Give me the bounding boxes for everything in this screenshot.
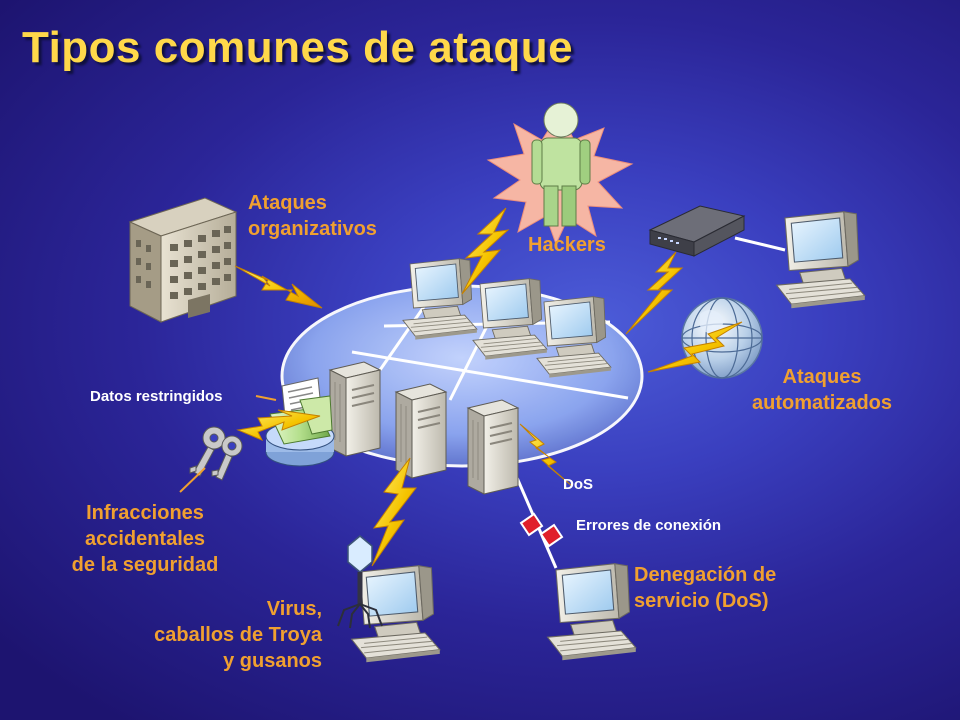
- label-line: servicio (DoS): [634, 590, 769, 612]
- label-line: Ataques: [782, 366, 862, 388]
- server-icon: [395, 383, 447, 479]
- label-ataques-organizativos: Ataques organizativos: [248, 190, 377, 242]
- hacker-person-icon: [486, 102, 634, 246]
- label-infracciones: Infracciones accidentales de la segurida…: [60, 500, 230, 578]
- label-line: Virus,: [266, 598, 322, 620]
- label-line: caballos de Troya: [154, 624, 322, 646]
- label-line: y gusanos: [223, 650, 322, 672]
- computer-icon: [402, 258, 478, 341]
- virus-icon: [337, 535, 383, 629]
- globe-icon: [681, 297, 763, 379]
- computer-icon: [536, 296, 612, 379]
- label-line: accidentales: [84, 528, 206, 550]
- label-errores-conexion: Errores de conexión: [576, 517, 722, 534]
- label-line: Infracciones: [86, 502, 204, 524]
- label-hackers: Hackers: [528, 234, 606, 256]
- office-building-icon: [128, 197, 238, 323]
- label-ataques-automatizados: Ataques automatizados: [742, 364, 902, 416]
- label-line: Ataques: [248, 192, 327, 214]
- lightning-bolt-icon: [234, 207, 743, 567]
- label-line: Denegación de: [634, 564, 777, 586]
- label-line: de la seguridad: [71, 554, 219, 576]
- label-virus: Virus, caballos de Troya y gusanos: [118, 596, 322, 674]
- computer-icon: [547, 563, 637, 661]
- label-line: organizativos: [248, 218, 377, 240]
- page-title: Tipos comunes de ataque: [22, 23, 574, 72]
- label-denegacion-servicio: Denegación de servicio (DoS): [634, 562, 776, 614]
- keys-icon: [189, 426, 243, 481]
- modem-icon: [648, 205, 746, 257]
- computer-icon: [472, 278, 548, 361]
- label-datos-restringidos: Datos restringidos: [90, 388, 223, 405]
- broken-link-icon: [519, 512, 564, 548]
- label-dos: DoS: [563, 476, 593, 493]
- computer-icon: [351, 565, 441, 663]
- label-pointer-lines: [179, 395, 277, 493]
- server-icon: [329, 361, 381, 457]
- computer-icon: [776, 211, 866, 309]
- server-icon: [467, 399, 519, 495]
- label-line: automatizados: [751, 392, 893, 414]
